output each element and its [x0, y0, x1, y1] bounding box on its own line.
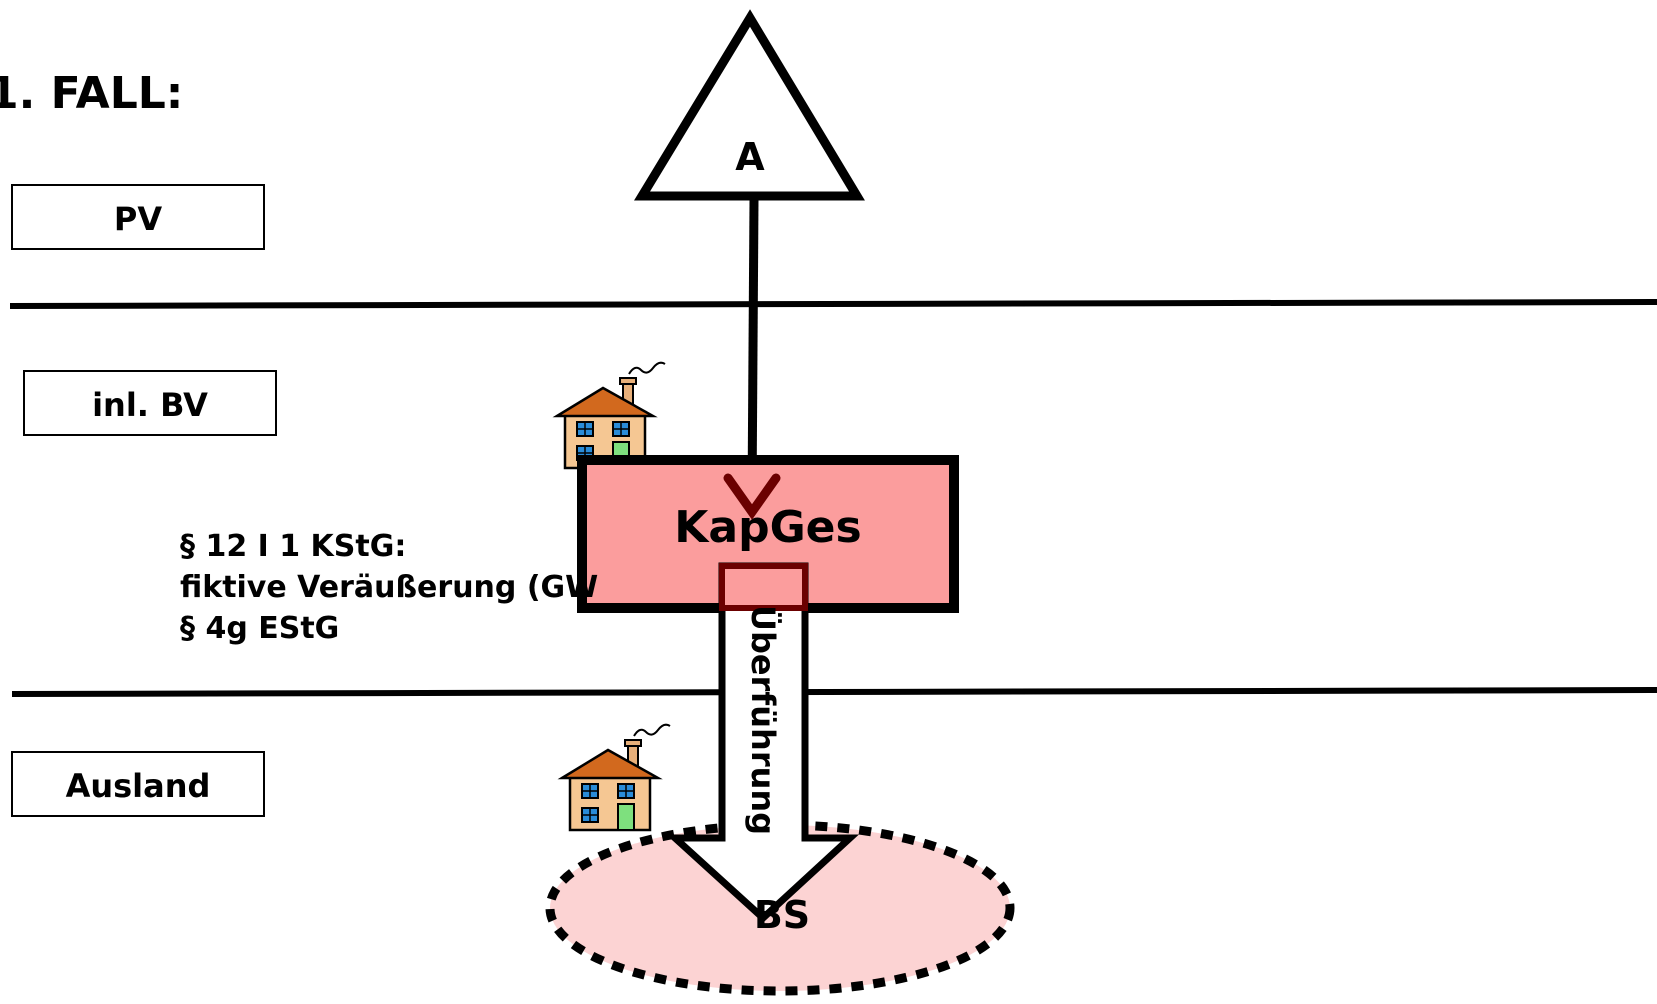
- house-icon: [555, 361, 667, 470]
- transfer-arrow-label: Überführung: [744, 605, 782, 835]
- establishment-label: BS: [754, 893, 810, 937]
- transfer-arrow: Überführung: [665, 562, 859, 923]
- house-icon: [560, 723, 672, 832]
- shareholder-triangle: A: [634, 9, 865, 201]
- legal-note-line3: § 4g EStG: [180, 611, 339, 646]
- separator-line: [11, 687, 1657, 697]
- legal-note-line1: § 12 I 1 KStG:: [180, 529, 406, 564]
- company-label: KapGes: [674, 502, 861, 553]
- legal-note-line2: fiktive Veräußerung (GW: [180, 570, 598, 605]
- label-box-pv: PV: [11, 184, 265, 250]
- label-inl-bv: inl. BV: [92, 386, 208, 424]
- separator-line: [9, 299, 1657, 309]
- label-box-ausland: Ausland: [11, 751, 265, 817]
- shareholder-label: A: [735, 135, 765, 179]
- label-box-inl-bv: inl. BV: [23, 370, 277, 436]
- legal-note: § 12 I 1 KStG: fiktive Veräußerung (GW §…: [180, 529, 598, 646]
- label-ausland: Ausland: [66, 767, 211, 805]
- ownership-arrow-head: [723, 473, 781, 520]
- label-pv: PV: [114, 200, 162, 238]
- ownership-line: [747, 199, 759, 501]
- diagram-heading: 1. FALL:: [0, 68, 183, 119]
